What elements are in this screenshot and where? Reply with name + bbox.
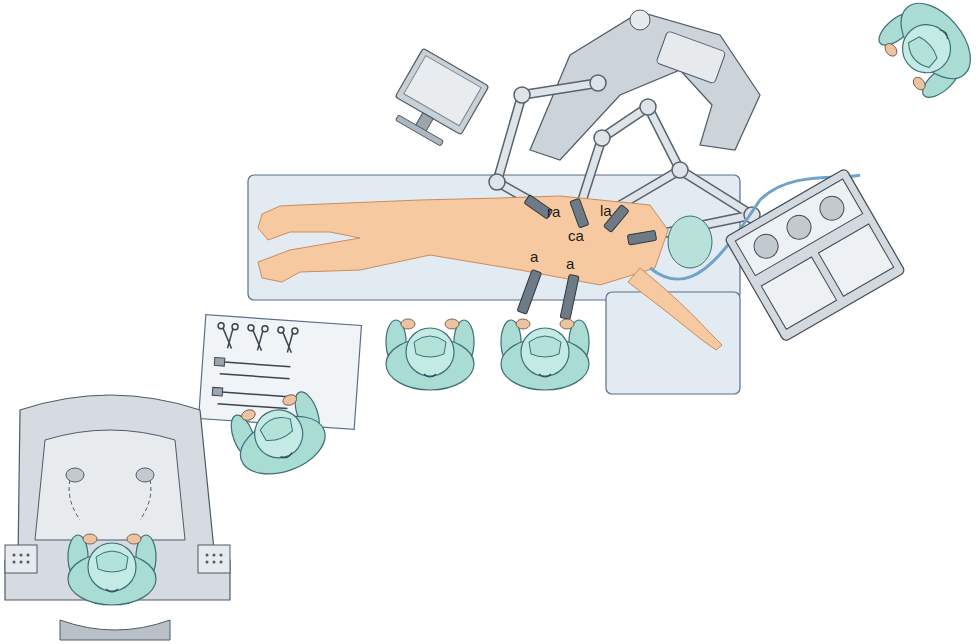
anesthesia-machine	[724, 168, 905, 342]
port-label: a	[566, 256, 574, 271]
video-monitor	[385, 48, 489, 152]
assistant	[501, 319, 589, 390]
port-label: ra	[547, 204, 560, 219]
assistant	[386, 319, 474, 390]
port-label: ca	[568, 228, 584, 243]
anesthesiologist	[873, 0, 979, 104]
surgeon	[68, 534, 156, 605]
scrub-nurse	[226, 388, 333, 485]
surgeon-console	[5, 395, 230, 640]
trocar-ports	[517, 195, 657, 320]
port-label: a	[530, 249, 538, 264]
port-label: la	[600, 203, 612, 218]
